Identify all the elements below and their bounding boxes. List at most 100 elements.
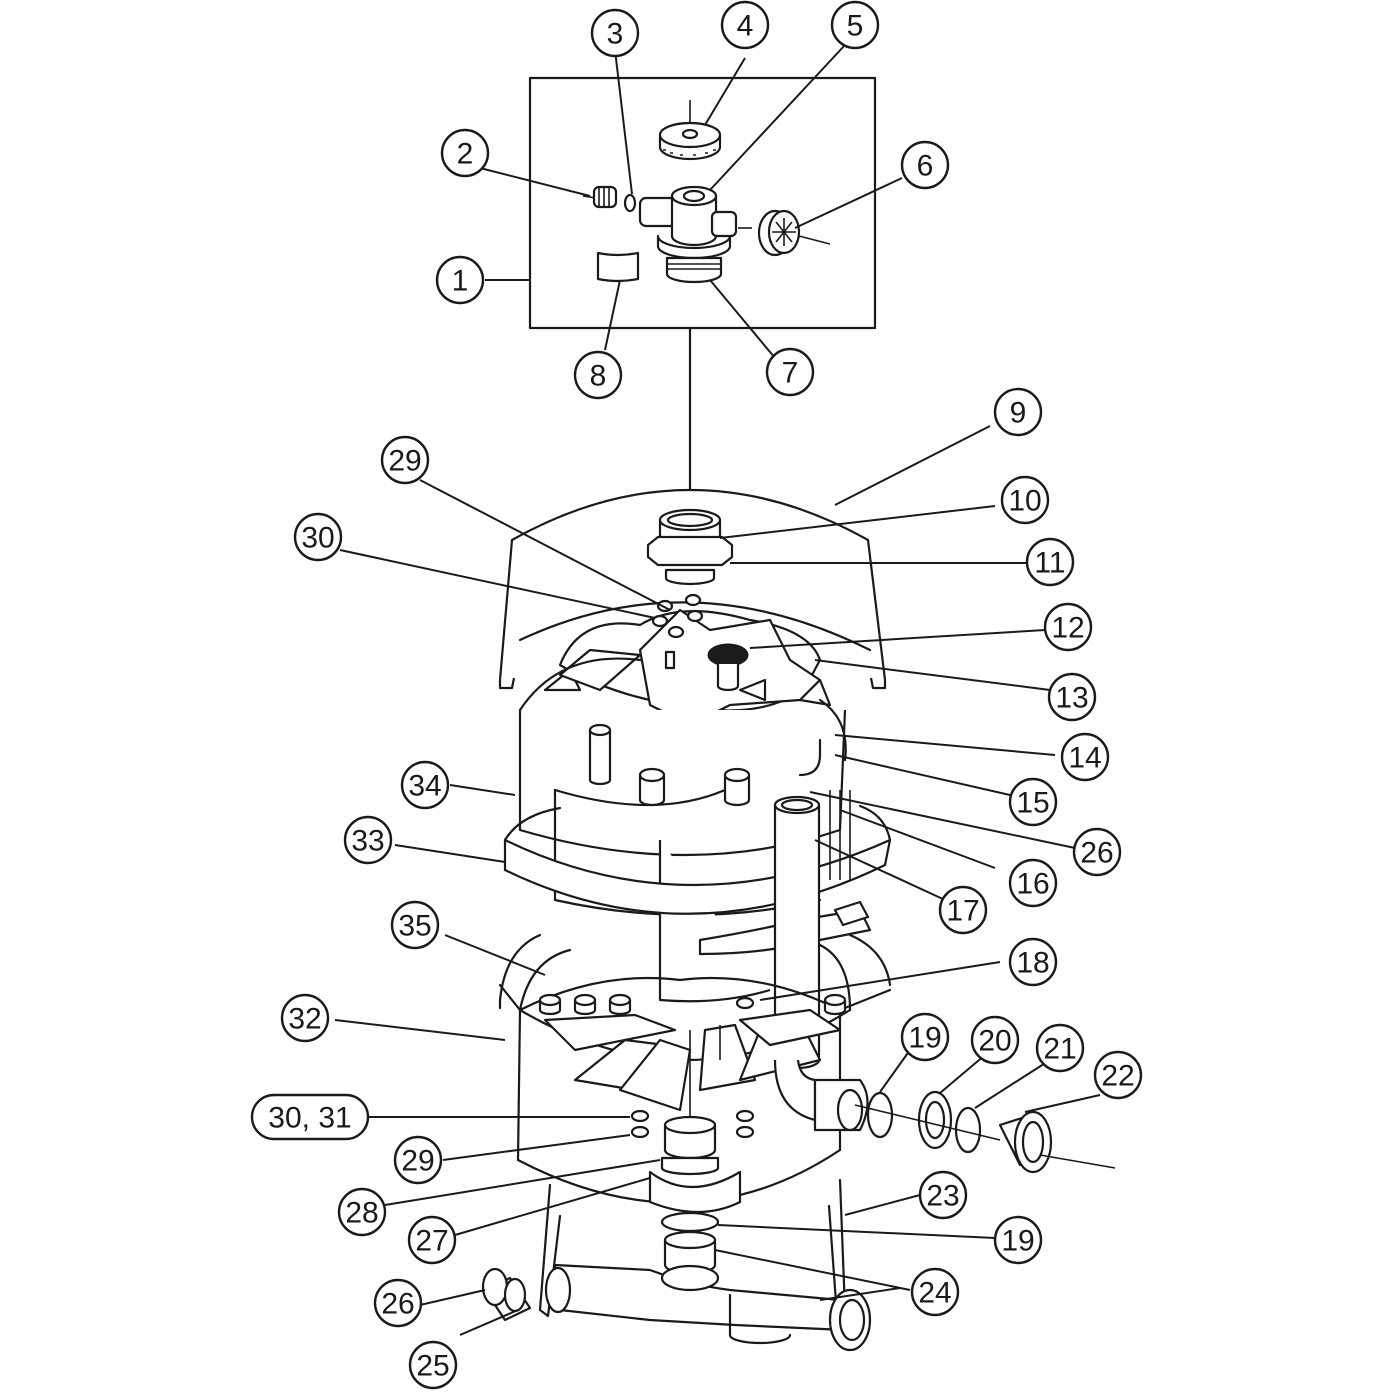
callout-16: 16 <box>1008 858 1058 908</box>
callout-number: 28 <box>345 1197 378 1230</box>
callout-bubble <box>1047 672 1097 722</box>
callout-bubble <box>393 1135 443 1185</box>
callout-bubble <box>910 1267 960 1317</box>
valve-inset-box <box>528 76 877 522</box>
callout-bubble <box>293 512 343 562</box>
part-25-26-drain-plug <box>481 1267 532 1322</box>
callout-bubble <box>407 1215 457 1265</box>
callout-4: 4 <box>720 0 770 50</box>
part-19-22-side-fittings <box>854 1090 1116 1174</box>
callout-bubble <box>1060 732 1110 782</box>
callout-number: 12 <box>1051 612 1084 645</box>
callout-bubble <box>390 900 440 950</box>
callout-number: 2 <box>457 138 474 171</box>
callout-number: 1 <box>452 265 469 298</box>
callout-number: 19 <box>1001 1225 1034 1258</box>
part-5-valve-body <box>638 185 738 260</box>
callout-bubble <box>1000 475 1050 525</box>
part-6-pressure-gauge <box>738 209 831 257</box>
callout-number: 30 <box>301 522 334 555</box>
callout-number: 7 <box>782 357 799 390</box>
callout-30a: 30 <box>293 512 343 562</box>
callout-1: 1 <box>435 255 485 305</box>
callout-28: 28 <box>337 1187 387 1237</box>
callout-bubble <box>1072 827 1122 877</box>
callout-18: 18 <box>1008 937 1058 987</box>
callout-number: 6 <box>917 150 934 183</box>
callout-number: 26 <box>1080 837 1113 870</box>
callout-number: 29 <box>388 445 421 478</box>
callout-bubble <box>280 993 330 1043</box>
part-35-laterals <box>518 976 847 1130</box>
callout-bubble <box>343 815 393 865</box>
callout-26b: 26 <box>373 1278 423 1328</box>
part-7-threaded-base <box>665 256 723 284</box>
callout-bubble <box>337 1187 387 1237</box>
callout-bubble <box>1043 602 1093 652</box>
callout-12: 12 <box>1043 602 1093 652</box>
callout-8: 8 <box>573 350 623 400</box>
callout-number: 4 <box>737 10 754 43</box>
callout-22: 22 <box>1093 1050 1143 1100</box>
callout-29a: 29 <box>380 435 430 485</box>
callout-bubble <box>720 0 770 50</box>
callout-number: 29 <box>401 1145 434 1178</box>
callout-bubble <box>993 387 1043 437</box>
callout-bubble <box>1035 1023 1085 1073</box>
callout-number: 35 <box>398 910 431 943</box>
part-4-knob <box>658 100 722 161</box>
callout-bubble <box>1008 858 1058 908</box>
part-27-28-bottom-fitting <box>648 1115 742 1214</box>
part-29-30-31-nuts-bottom <box>630 1109 755 1139</box>
callout-9: 9 <box>993 387 1043 437</box>
callout-15: 15 <box>1008 777 1058 827</box>
callout-30-31: 30, 31 <box>250 1093 370 1141</box>
callout-bubble <box>900 140 950 190</box>
callout-bubble <box>380 435 430 485</box>
callout-6: 6 <box>900 140 950 190</box>
callout-number: 5 <box>847 10 864 43</box>
callout-number: 22 <box>1101 1060 1134 1093</box>
part-24-tee-pipe <box>544 1230 872 1352</box>
callout-number: 33 <box>351 825 384 858</box>
callout-13: 13 <box>1047 672 1097 722</box>
callout-number: 13 <box>1055 682 1088 715</box>
callout-27: 27 <box>407 1215 457 1265</box>
callout-number: 27 <box>415 1225 448 1258</box>
callout-number: 34 <box>408 770 441 803</box>
callout-21: 21 <box>1035 1023 1085 1073</box>
callout-number: 16 <box>1016 868 1049 901</box>
callout-number: 9 <box>1010 397 1027 430</box>
callout-number: 3 <box>607 18 624 51</box>
callout-bubble <box>970 1015 1020 1065</box>
callout-14: 14 <box>1060 732 1110 782</box>
leader-lines <box>334 44 1101 1336</box>
callout-bubble <box>900 1012 950 1062</box>
callout-24: 24 <box>910 1267 960 1317</box>
callout-bubble <box>1093 1050 1143 1100</box>
callout-number: 8 <box>590 360 607 393</box>
callout-33: 33 <box>343 815 393 865</box>
callout-number: 17 <box>946 895 979 928</box>
callout-25: 25 <box>408 1340 458 1390</box>
part-29-30-nuts-top <box>651 593 704 639</box>
callout-number: 20 <box>978 1025 1011 1058</box>
callout-number: 15 <box>1016 787 1049 820</box>
callout-number: 14 <box>1068 742 1101 775</box>
callout-bubble <box>765 347 815 397</box>
callout-bubble <box>400 760 450 810</box>
callout-bubble <box>435 255 485 305</box>
callout-number: 10 <box>1008 485 1041 518</box>
callout-bubble <box>938 885 988 935</box>
callout-7: 7 <box>765 347 815 397</box>
callout-number: 25 <box>416 1350 449 1383</box>
part-12-vent-screen <box>707 643 749 692</box>
standpipe-elbow <box>773 1059 869 1132</box>
callout-bubble <box>830 0 880 50</box>
callout-19b: 19 <box>993 1215 1043 1265</box>
callout-number: 21 <box>1043 1033 1076 1066</box>
callout-bubble <box>1008 937 1058 987</box>
callout-number: 24 <box>918 1277 951 1310</box>
